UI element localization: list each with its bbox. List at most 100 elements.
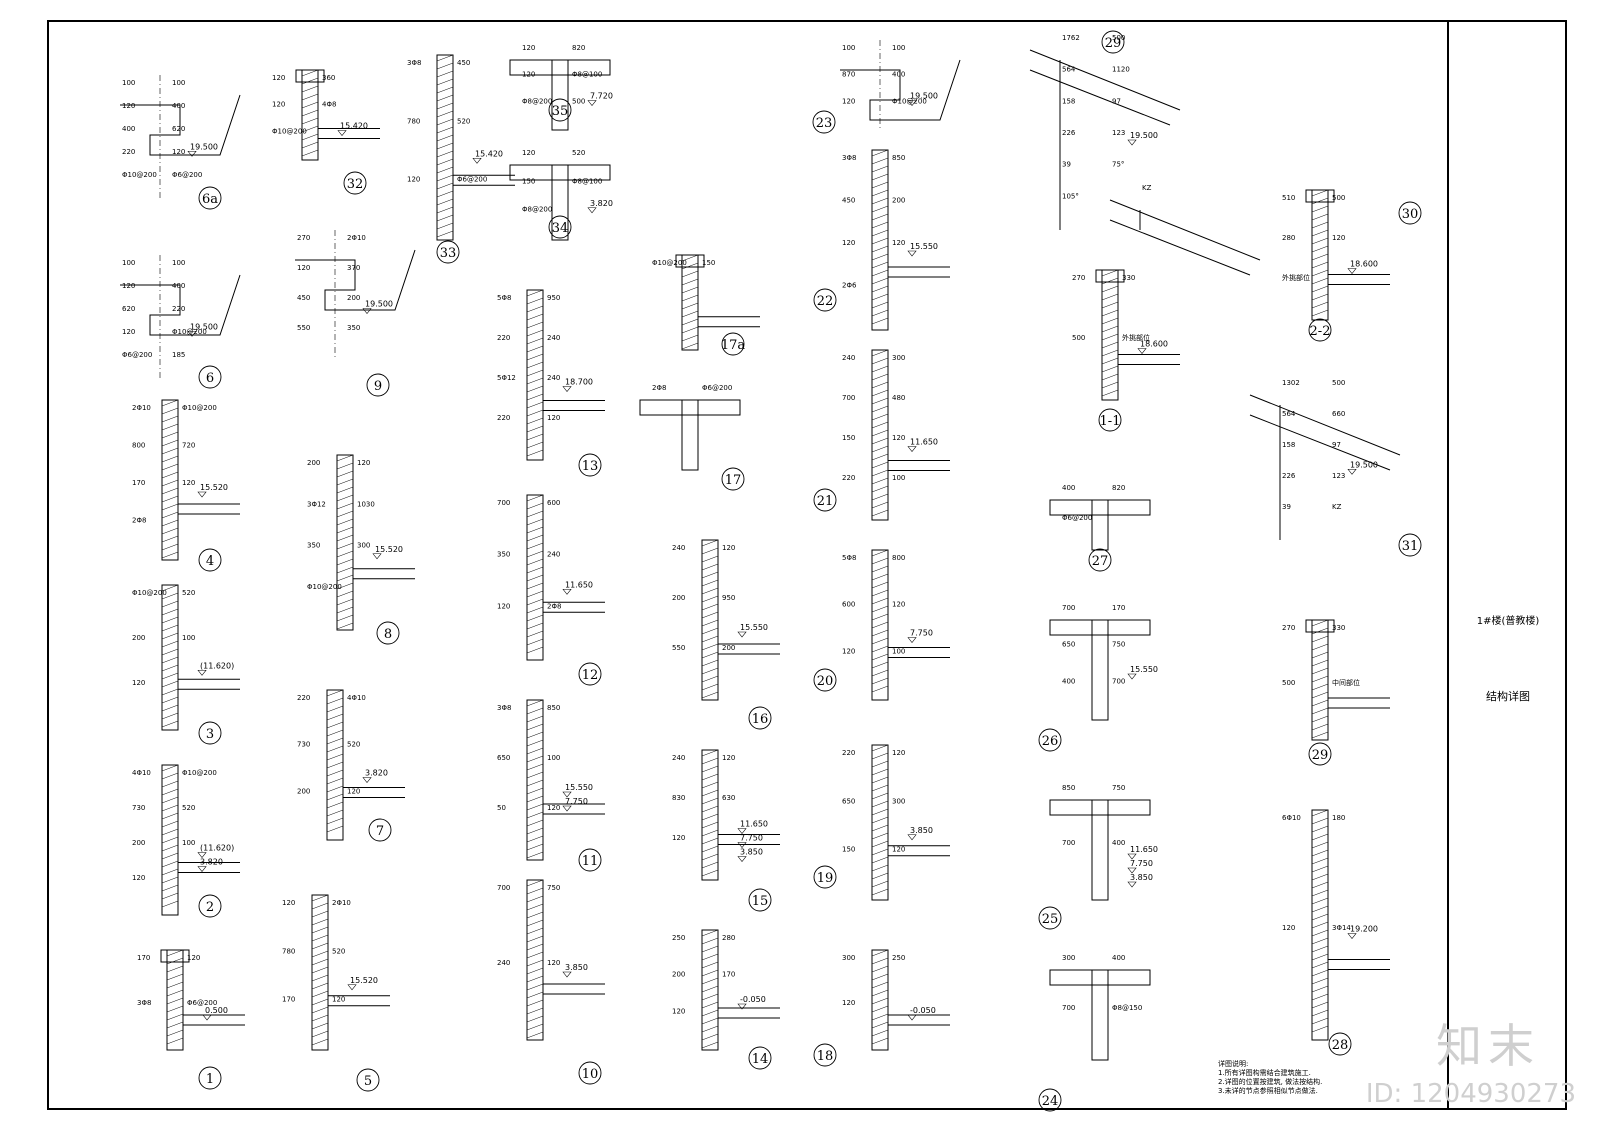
hatch-line (526, 417, 544, 425)
dimension-label: 100 (172, 79, 185, 87)
hatch-line (871, 557, 889, 565)
dimension-label: KZ (1142, 184, 1152, 192)
hatch-line (526, 313, 544, 321)
dimension-label: 650 (1062, 641, 1075, 649)
hatch-line (326, 745, 344, 753)
detail-number: 2 (206, 900, 214, 915)
hatch-line (301, 133, 319, 141)
dimension-label: 158 (1062, 97, 1075, 105)
hatch-line (161, 804, 179, 812)
hatch-line (1311, 1025, 1329, 1033)
elevation-marker (587, 100, 597, 106)
dimension-label: 150 (522, 177, 535, 185)
detail-number: 27 (1092, 554, 1109, 569)
dimension-label: 120 (892, 239, 905, 247)
hatch-line (161, 704, 179, 712)
detail-number: 31 (1402, 539, 1419, 554)
hatch-line (161, 664, 179, 672)
hatch-line (871, 269, 889, 277)
hatch-line (871, 453, 889, 461)
hatch-line (871, 840, 889, 848)
hatch-line (1311, 237, 1329, 245)
hatch-line (526, 582, 544, 590)
wall-section (311, 894, 329, 1051)
hatch-line (701, 937, 719, 945)
slab-section (509, 59, 611, 76)
hatch-line (681, 302, 699, 310)
wall-section (161, 584, 179, 731)
hatch-line (871, 744, 889, 752)
hatch-line (336, 566, 354, 574)
dimension-label: 200 (892, 197, 905, 205)
dimension-label: 200 (347, 294, 360, 302)
dimension-label: 400 (1112, 954, 1125, 962)
hatch-line (701, 619, 719, 627)
hatch-line (526, 574, 544, 582)
hatch-line (871, 621, 889, 629)
hatch-line (526, 951, 544, 959)
hatch-line (871, 752, 889, 760)
elevation-label: 19.500 (365, 300, 393, 309)
wall-section (871, 744, 889, 901)
dimension-label: 150 (842, 434, 855, 442)
hatch-line (871, 629, 889, 637)
hatch-line (871, 573, 889, 581)
wall-section (551, 164, 569, 241)
hatch-line (311, 990, 329, 998)
hatch-line (701, 773, 719, 781)
hatch-line (526, 903, 544, 911)
hatch-line (311, 958, 329, 966)
hatch-line (161, 624, 179, 632)
hatch-line (161, 455, 179, 463)
hatch-line (436, 222, 454, 230)
hatch-line (701, 985, 719, 993)
dimension-label: 120 (122, 328, 135, 336)
hatch-line (701, 603, 719, 611)
dimension-label: 170 (132, 479, 145, 487)
dimension-label: 120 (272, 101, 285, 109)
hatch-line (871, 317, 889, 325)
hatch-line (1311, 197, 1329, 205)
dimension-label: 120 (347, 787, 360, 795)
hatch-line (161, 503, 179, 511)
hatch-line (1311, 205, 1329, 213)
dimension-label: 500 (1282, 679, 1295, 687)
hatch-line (871, 549, 889, 557)
hatch-line (161, 720, 179, 728)
hatch-line (311, 918, 329, 926)
hatch-line (871, 1037, 889, 1045)
title-block-divider (1447, 20, 1449, 1110)
slab-line (178, 678, 240, 690)
hatch-line (871, 389, 889, 397)
hatch-line (526, 755, 544, 763)
detail-number-bubble (436, 240, 460, 264)
dimension-label: 450 (842, 197, 855, 205)
hatch-line (526, 385, 544, 393)
hatch-line (326, 721, 344, 729)
hatch-line (1311, 619, 1329, 627)
dimension-label: 3Φ14 (1332, 924, 1351, 932)
hatch-line (701, 579, 719, 587)
dimension-label: 105° (1062, 192, 1079, 200)
hatch-line (161, 672, 179, 680)
hatch-line (326, 753, 344, 761)
dimension-label: 350 (347, 324, 360, 332)
elevation-label: 11.650 (910, 438, 938, 447)
elevation-marker (1347, 268, 1357, 274)
slab-line (178, 862, 240, 873)
roof-slope (1249, 394, 1401, 471)
dimension-label: 97 (1332, 441, 1341, 449)
elevation-label: 15.520 (200, 483, 228, 492)
slab-section (1049, 799, 1151, 816)
hatch-line (701, 539, 719, 547)
